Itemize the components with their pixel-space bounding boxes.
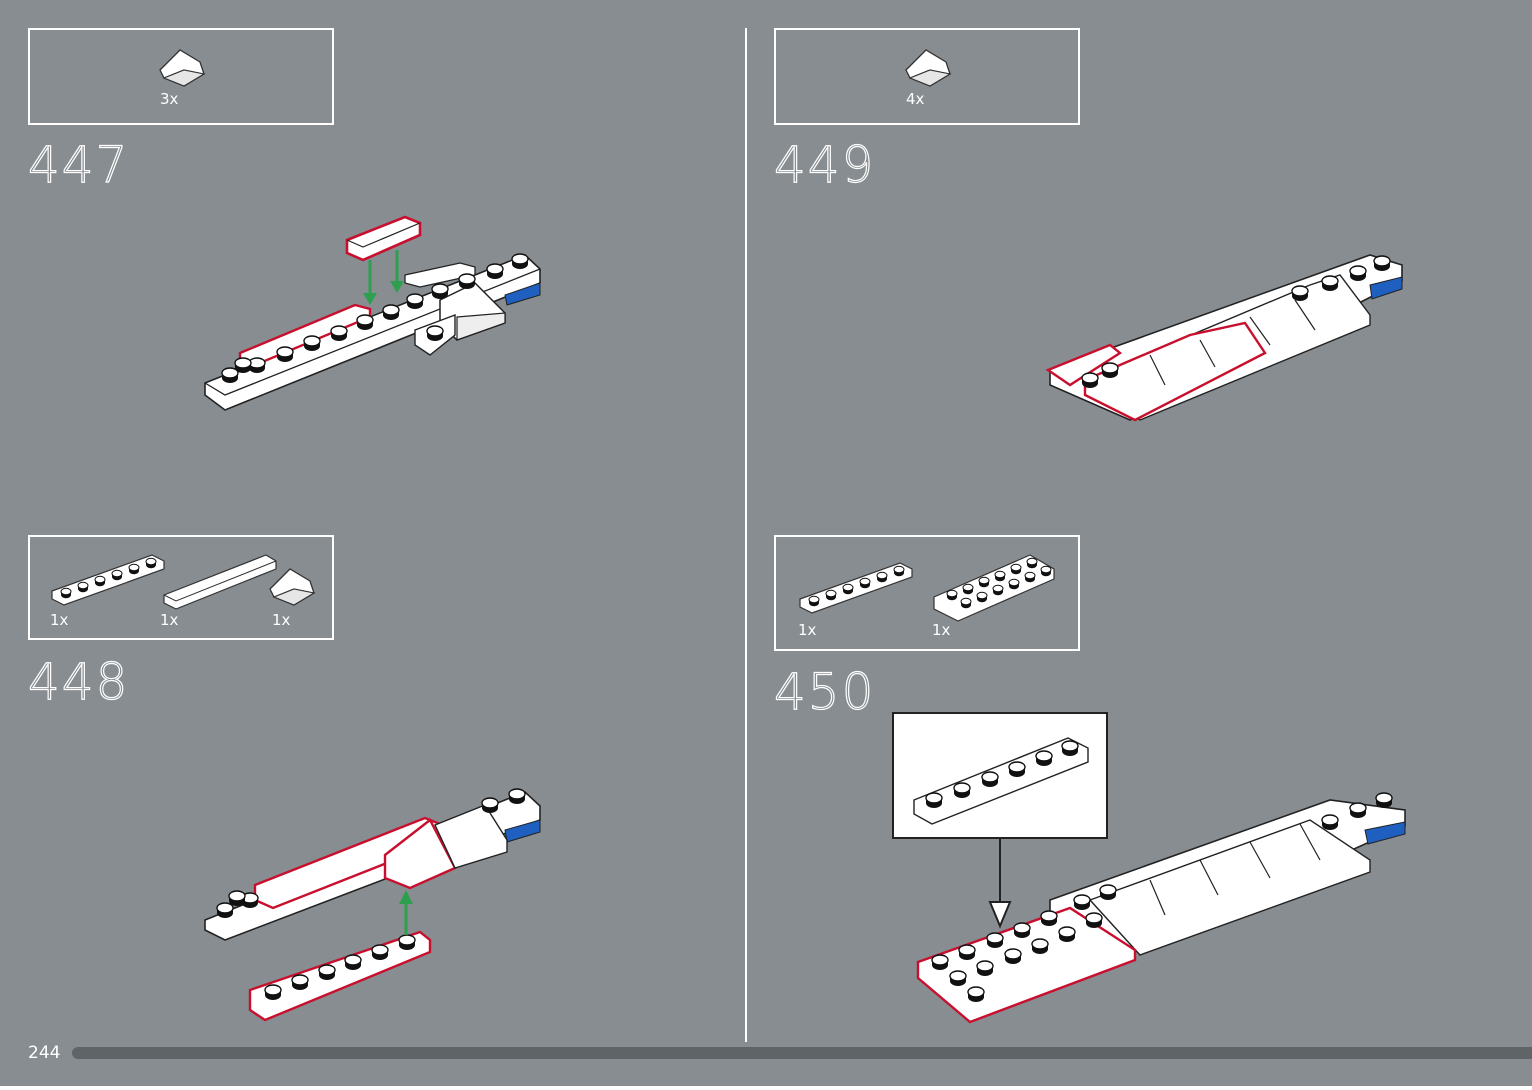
part-qty: 1x [798,621,816,639]
step-number-449: 449 [774,140,875,190]
model-step-449 [1040,245,1420,435]
model-step-448 [195,780,555,1030]
step-number-450: 450 [774,667,875,717]
plate-1x6-icon [48,551,168,611]
parts-box-448: 1x 1x 1x [28,535,334,640]
part-qty: 1x [932,621,950,639]
part-qty: 1x [160,611,178,629]
plate-1x6-icon [796,559,916,619]
bottom-strip [0,1086,1532,1090]
progress-bar [72,1047,1532,1059]
parts-box-449: 4x [774,28,1080,125]
slope-brick-icon [906,50,966,94]
part-qty: 1x [50,611,68,629]
step-number-447: 447 [28,140,129,190]
part-qty: 4x [906,90,924,108]
part-qty: 3x [160,90,178,108]
part-qty: 1x [272,611,290,629]
plate-2x6-icon [930,549,1060,619]
parts-box-447: 3x [28,28,334,125]
tile-long-icon [160,551,280,611]
page-divider [745,28,747,1042]
slope-brick-icon [270,569,330,613]
step-number-448: 448 [28,657,129,707]
slope-brick-icon [160,50,220,94]
model-step-447 [195,205,555,420]
page-number: 244 [28,1043,60,1063]
model-step-450 [910,780,1420,1030]
parts-box-450: 1x 1x [774,535,1080,651]
